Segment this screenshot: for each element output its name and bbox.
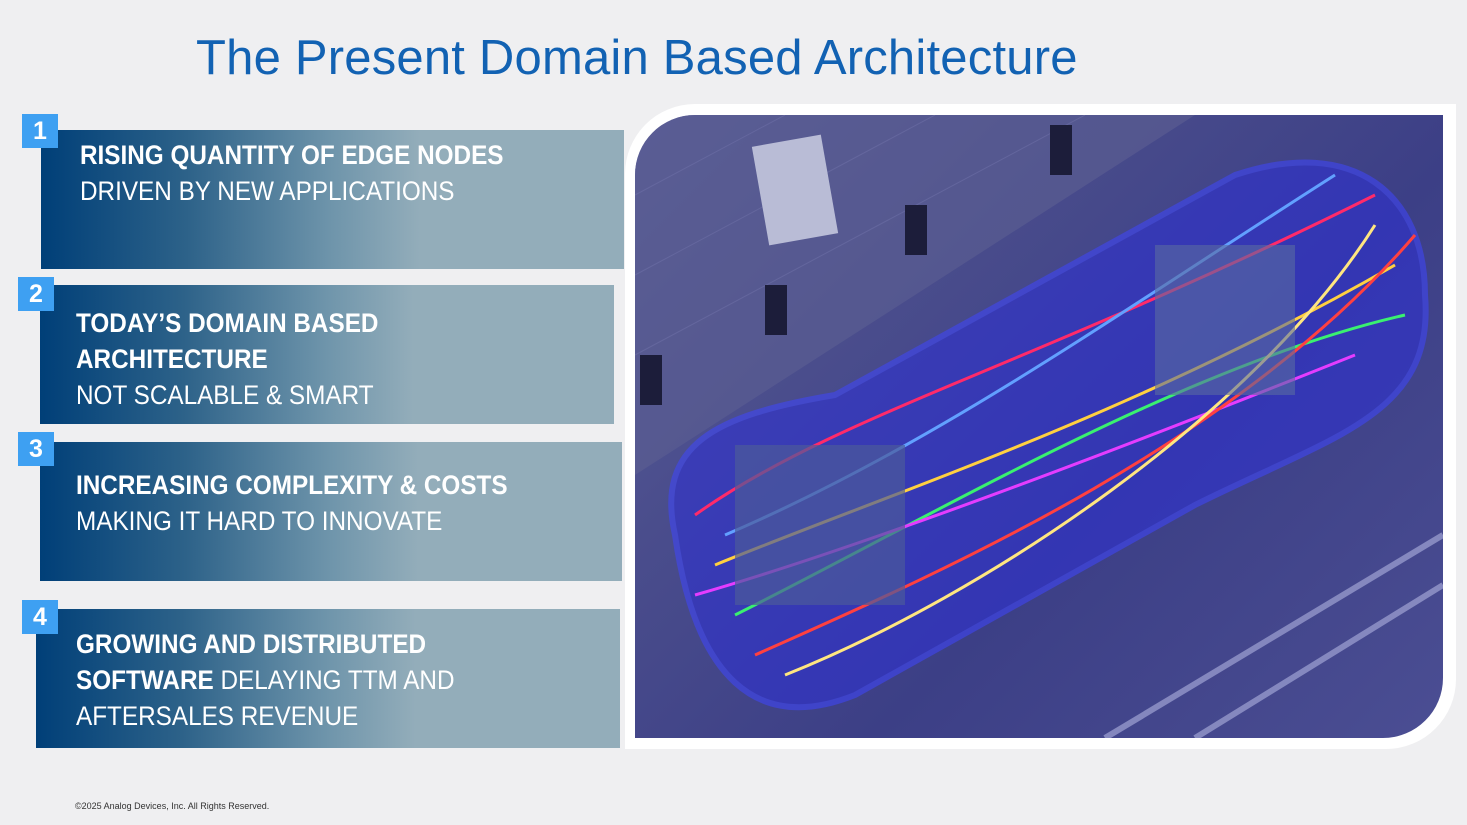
item-text-4: GROWING AND DISTRIBUTED SOFTWARE DELAYIN… [76,626,455,734]
item-text-1: RISING QUANTITY OF EDGE NODES DRIVEN BY … [80,137,504,209]
item-subtext: DRIVEN BY NEW APPLICATIONS [80,176,455,206]
item-card-4 [36,609,620,748]
item-heading: GROWING AND DISTRIBUTED [76,629,427,659]
item-subtext: MAKING IT HARD TO INNOVATE [76,506,443,536]
item-number-1: 1 [22,114,58,148]
item-subtext: DELAYING TTM AND [213,665,455,695]
car-illustration [635,115,1443,738]
item-heading-2: ARCHITECTURE [76,344,268,374]
copyright-footer: ©2025 Analog Devices, Inc. All Rights Re… [75,801,270,811]
item-number-2: 2 [18,277,54,311]
item-heading: INCREASING COMPLEXITY & COSTS [76,470,508,500]
item-card-1 [41,130,624,269]
item-heading: TODAY’S DOMAIN BASED [76,308,379,338]
item-text-3: INCREASING COMPLEXITY & COSTS MAKING IT … [76,467,508,539]
item-subtext: NOT SCALABLE & SMART [76,380,374,410]
item-text-2: TODAY’S DOMAIN BASED ARCHITECTURE NOT SC… [76,305,378,413]
vehicle-wiring-image [635,115,1443,738]
item-card-3 [40,442,622,581]
item-heading-2: SOFTWARE [76,665,214,695]
item-number-4: 4 [22,600,58,634]
item-subtext-2: AFTERSALES REVENUE [76,701,359,731]
slide-title: The Present Domain Based Architecture [196,31,1078,85]
item-card-2 [40,285,614,424]
item-number-3: 3 [18,432,54,466]
item-heading: RISING QUANTITY OF EDGE NODES [80,140,504,170]
